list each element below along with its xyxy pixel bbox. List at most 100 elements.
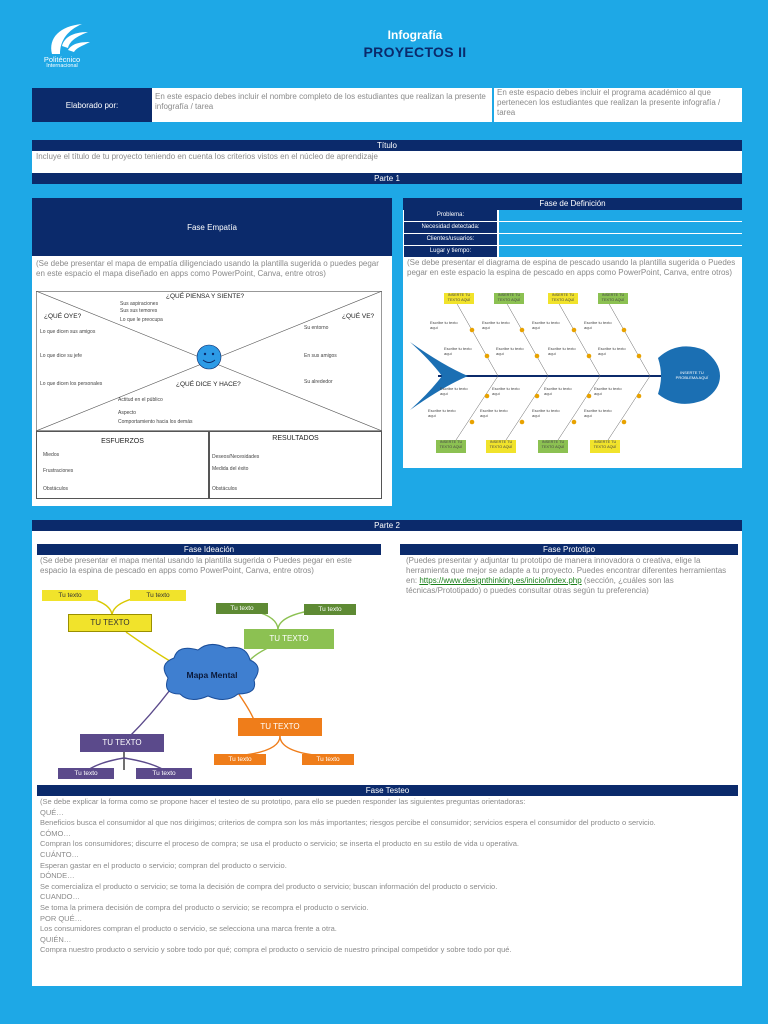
fish-sub-label: Escribe tu texto aquí — [444, 346, 472, 356]
piensa-label: ¿QUÉ PIENSA Y SIENTE? — [166, 293, 245, 300]
testeo-content[interactable]: (Se debe explicar la forma como se propo… — [40, 797, 736, 956]
clientes-label: Clientes/usuarios: — [404, 234, 497, 245]
resultados-box: RESULTADOS Deseos/Necesidades Medida del… — [209, 431, 382, 499]
esfuerzos-box: ESFUERZOS Miedos Frustraciones Obstáculo… — [36, 431, 209, 499]
empatia-hint-text: (Se debe presentar el mapa de empatía di… — [36, 259, 379, 278]
fish-head-label: INSERTE TU PROBLEMA AQUÍ — [675, 370, 709, 380]
program-field[interactable]: En este espacio debes incluir el program… — [494, 88, 742, 122]
ve-item: Su entorno — [304, 325, 329, 331]
parte2-bar: Parte 2 — [32, 520, 742, 531]
testeo-line: POR QUÉ… — [40, 913, 83, 923]
empatia-title: Fase Empatía — [187, 222, 237, 232]
header-subtitle: PROYECTOS II — [363, 44, 467, 60]
oye-item: Lo que dicen sus amigos — [40, 329, 96, 335]
testeo-line: CÓMO… — [40, 828, 71, 838]
piensa-item: Lo que le preocupa — [120, 317, 163, 323]
resultados-item: Deseos/Necesidades — [212, 454, 260, 460]
fish-sub-label: Escribe tu texto aquí — [480, 408, 508, 418]
definicion-fields: Problema: Necesidad detectada: Clientes/… — [403, 210, 742, 258]
mind-sub-green: Tu texto — [304, 604, 356, 615]
empatia-header: Fase Empatía — [32, 198, 392, 256]
testeo-line: QUÉ… — [40, 807, 64, 817]
fish-cause-box: INSERTE TU TEXTO AQUÍ — [444, 293, 474, 304]
mind-node-orange: TU TEXTO — [238, 718, 322, 736]
fish-cause-box: INSERTE TU TEXTO AQUÍ — [538, 440, 568, 453]
students-field[interactable]: En este espacio debes incluir el nombre … — [152, 88, 492, 122]
fish-sub-label: Escribe tu texto aquí — [544, 386, 572, 396]
ve-label: ¿QUÉ VE? — [342, 313, 375, 320]
testeo-line: Se comercializa el producto o servicio; … — [40, 881, 498, 891]
fish-sub-label: Escribe tu texto aquí — [584, 320, 612, 330]
ve-item: En sus amigos — [304, 353, 337, 359]
testeo-line: Se toma la primera decisión de compra de… — [40, 902, 369, 912]
mind-node-green: TU TEXTO — [244, 629, 334, 649]
fish-sub-label: Escribe tu texto aquí — [492, 386, 520, 396]
fish-sub-label: Escribe tu texto aquí — [532, 320, 560, 330]
ideacion-hint[interactable]: (Se debe presentar el mapa mental usando… — [40, 556, 352, 575]
fish-cause-box: INSERTE TU TEXTO AQUÍ — [548, 293, 578, 304]
mind-sub-green: Tu texto — [216, 603, 268, 614]
dice-item: Comportamiento hacia los demás — [118, 419, 193, 425]
resultados-item: Medida del éxito — [212, 466, 249, 472]
esfuerzos-item: Obstáculos — [43, 486, 69, 492]
prototipo-hint[interactable]: (Puedes presentar y adjuntar tu prototip… — [406, 556, 736, 596]
prototipo-header: Fase Prototipo — [400, 544, 738, 555]
designthinking-link[interactable]: https://www.designthinking.es/inicio/ind… — [419, 576, 582, 585]
oye-item: Lo que dicen los personales — [40, 381, 103, 387]
esfuerzos-item: Frustraciones — [43, 468, 74, 474]
mind-sub-orange: Tu texto — [302, 754, 354, 765]
empathy-map: ¿QUÉ PIENSA Y SIENTE? Sus aspiraciones S… — [36, 291, 382, 501]
prototipo-hint-a: (Puedes presentar y adjuntar tu prototip… — [406, 556, 727, 585]
mind-sub-orange: Tu texto — [214, 754, 266, 765]
resultados-label: RESULTADOS — [272, 435, 319, 442]
testeo-line: (Se debe explicar la forma como se propo… — [40, 797, 526, 806]
mind-sub-purple: Tu texto — [136, 768, 192, 779]
brand-name: Politécnico Internacional — [43, 55, 81, 69]
fish-sub-label: Escribe tu texto aquí — [584, 408, 612, 418]
oye-item: Lo que dice su jefe — [40, 353, 82, 359]
testeo-line: Compran los consumidores; discurre el pr… — [40, 839, 519, 849]
fishbone-graphic — [410, 301, 720, 441]
fish-sub-label: Escribe tu texto aquí — [548, 346, 576, 356]
testeo-header: Fase Testeo — [37, 785, 738, 796]
problema-field[interactable] — [499, 210, 742, 221]
face-icon — [196, 344, 222, 370]
fishbone-diagram: INSERTE TU TEXTO AQUÍ INSERTE TU TEXTO A… — [408, 290, 738, 460]
dice-item: Aspecto — [118, 410, 137, 416]
fish-cause-box: INSERTE TU TEXTO AQUÍ — [436, 440, 466, 453]
dice-label: ¿QUÉ DICE Y HACE? — [176, 381, 241, 388]
testeo-line: QUIÉN… — [40, 934, 72, 944]
esfuerzos-item: Miedos — [43, 452, 60, 458]
lugar-field[interactable] — [499, 246, 742, 257]
testeo-line: CUÁNTO… — [40, 849, 80, 859]
mind-map: Mapa Mental TU TEXTO Tu texto Tu texto T… — [40, 586, 380, 782]
testeo-line: Los consumidores compran el producto o s… — [40, 924, 337, 934]
fish-sub-label: Escribe tu texto aquí — [428, 408, 456, 418]
header-title: Infografía — [387, 28, 443, 42]
necesidad-label: Necesidad detectada: — [404, 222, 497, 233]
testeo-line: Esperan gastar en el producto o servicio… — [40, 860, 287, 870]
oye-label: ¿QUÉ OYE? — [44, 313, 82, 320]
testeo-line: DÓNDE… — [40, 871, 75, 881]
parte2-panel — [32, 531, 742, 986]
empatia-hint[interactable]: (Se debe presentar el mapa de empatía di… — [32, 256, 392, 506]
politecnico-logo — [38, 20, 96, 72]
fish-sub-label: Escribe tu texto aquí — [594, 386, 622, 396]
piensa-item: Sus aspiraciones — [120, 301, 159, 307]
prototipo-hint-b: (sección, ¿cuáles son las técnicas/Proto… — [406, 576, 674, 595]
necesidad-field[interactable] — [499, 222, 742, 233]
esfuerzos-label: ESFUERZOS — [101, 438, 144, 445]
ideacion-header: Fase Ideación — [37, 544, 381, 555]
fish-cause-box: INSERTE TU TEXTO AQUÍ — [590, 440, 620, 453]
piensa-item: Sus sus temores — [120, 308, 158, 314]
mind-sub-yellow: Tu texto — [42, 590, 98, 601]
titulo-bar: Título — [32, 140, 742, 151]
mind-center: Mapa Mental — [186, 670, 238, 680]
resultados-item: Obstáculos — [212, 486, 238, 492]
titulo-field[interactable]: Incluye el título de tu proyecto teniend… — [32, 151, 742, 173]
lugar-label: Lugar y tiempo: — [404, 246, 497, 257]
mind-sub-purple: Tu texto — [58, 768, 114, 779]
clientes-field[interactable] — [499, 234, 742, 245]
fish-sub-label: Escribe tu texto aquí — [440, 386, 468, 396]
fish-sub-label: Escribe tu texto aquí — [496, 346, 524, 356]
